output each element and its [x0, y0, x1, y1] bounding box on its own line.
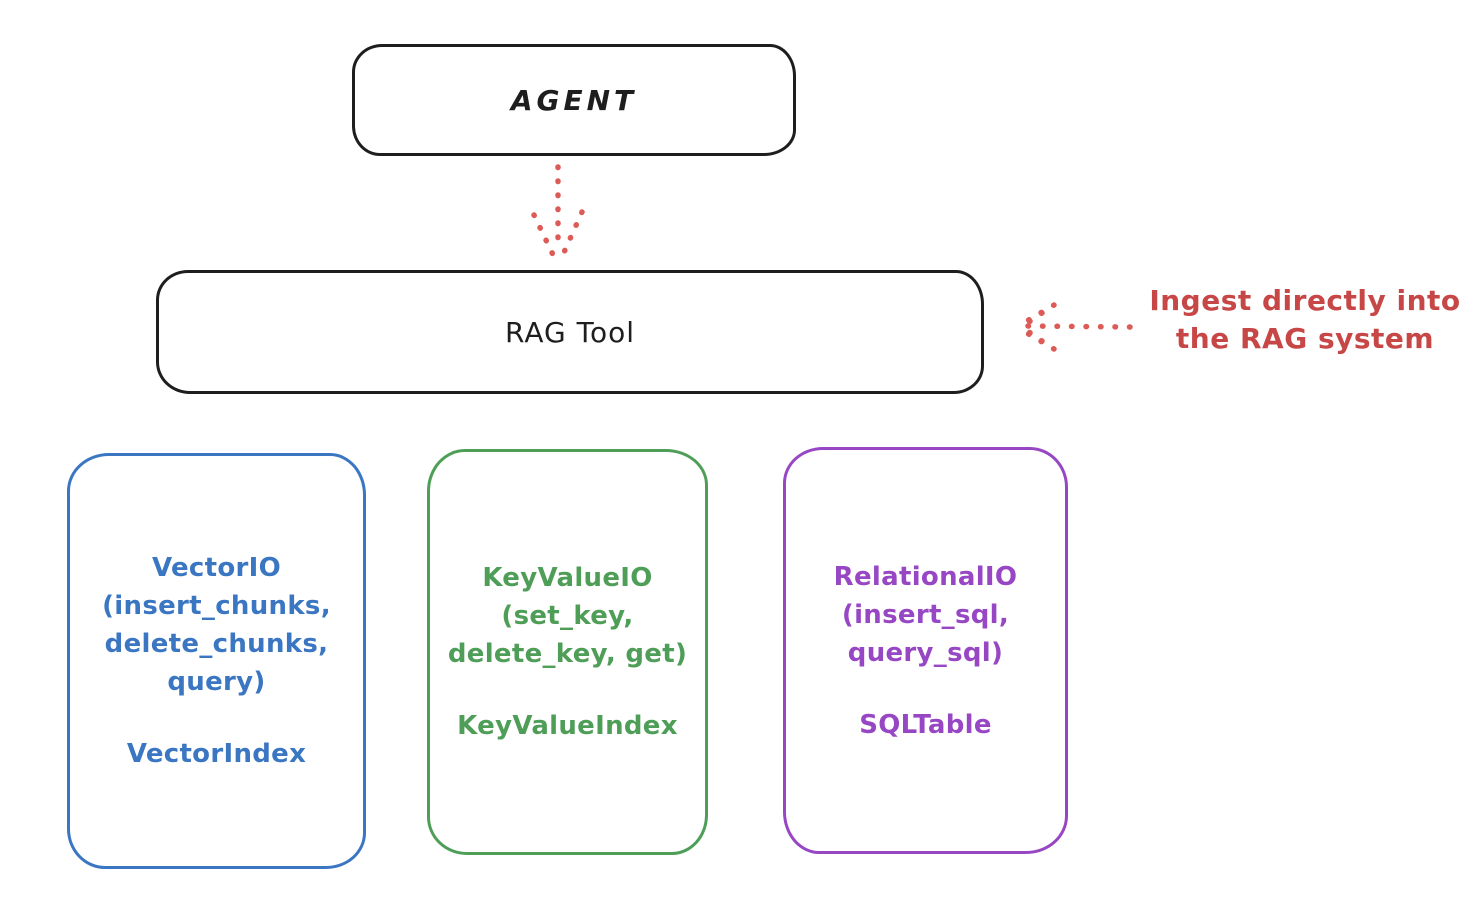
- keyvalue-io-title: KeyValueIO: [482, 563, 653, 593]
- relational-io-index-label: SQLTable: [859, 709, 992, 740]
- vector-io-methods: (insert_chunks, delete_chunks, query): [102, 591, 331, 697]
- vector-io-title: VectorIO: [151, 553, 282, 583]
- vector-io-box: VectorIO (insert_chunks, delete_chunks, …: [67, 453, 366, 869]
- agent-label: AGENT: [510, 83, 638, 117]
- ingest-annotation: Ingest directly into the RAG system: [1130, 282, 1480, 358]
- ingest-annotation-line1: Ingest directly into: [1149, 284, 1461, 317]
- rag-tool-label: RAG Tool: [505, 315, 635, 349]
- relational-io-box: RelationalIO (insert_sql, query_sql) SQL…: [783, 447, 1068, 854]
- dotted-arrow-left-icon: [1017, 302, 1133, 352]
- keyvalue-io-box: KeyValueIO (set_key, delete_key, get) Ke…: [427, 449, 708, 855]
- relational-io-methods: (insert_sql, query_sql): [841, 599, 1010, 668]
- keyvalue-io-index-label: KeyValueIndex: [457, 711, 678, 741]
- rag-tool-box: RAG Tool: [156, 270, 984, 394]
- keyvalue-io-methods: (set_key, delete_key, get): [447, 601, 688, 669]
- agent-box: AGENT: [352, 44, 796, 156]
- relational-io-title: RelationalIO: [833, 561, 1018, 592]
- vector-io-index-label: VectorIndex: [126, 739, 307, 769]
- dotted-arrow-down-icon: [531, 164, 585, 262]
- ingest-annotation-line2: the RAG system: [1175, 322, 1435, 355]
